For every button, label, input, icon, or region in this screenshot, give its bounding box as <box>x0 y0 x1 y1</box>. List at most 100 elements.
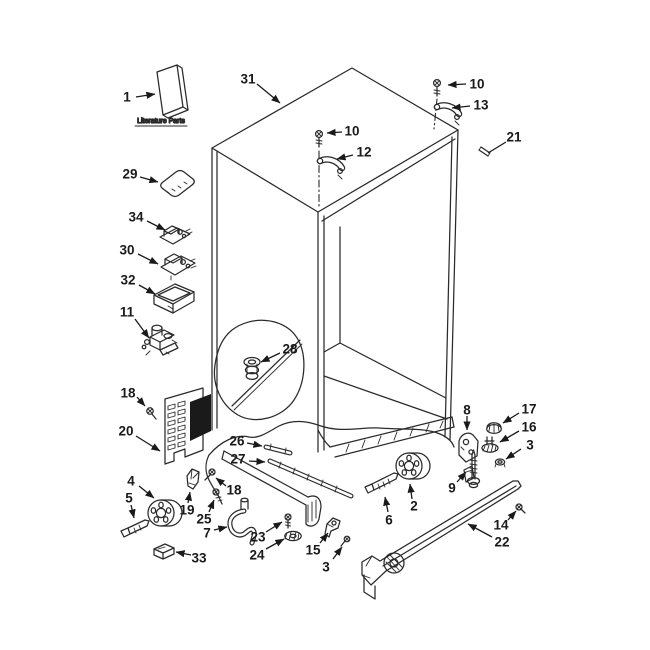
nut-right-part <box>494 458 506 468</box>
callout-label-roller-right: 2 <box>410 499 418 514</box>
callout-label-clip-left: 19 <box>179 503 194 518</box>
roller-right-part <box>395 452 431 480</box>
grommet-part <box>243 356 261 381</box>
callout-label-screw-top-right: 10 <box>469 77 484 92</box>
condenser-panel-part <box>164 387 211 465</box>
clip-bottom-left-part <box>153 543 175 560</box>
callout-label-cabinet-shell: 31 <box>240 72 256 87</box>
callout-label-leveling-glide: 16 <box>521 420 537 435</box>
callout-arrow-literature-booklet <box>135 91 156 99</box>
relay-part <box>159 225 193 245</box>
callout-label-hinge-bracket-right: 13 <box>473 98 489 113</box>
foot-cap-part <box>486 422 502 435</box>
callout-arrow-carriage-bolt <box>456 471 467 483</box>
callout-label-clamp-bracket: 15 <box>305 543 321 558</box>
callout-arrow-cover-panel <box>139 176 159 184</box>
callout-arrow-clamp-bracket <box>319 532 329 544</box>
callout-label-literature-booklet: 1 <box>123 90 131 105</box>
callout-label-hinge-bracket-center: 12 <box>356 145 371 160</box>
callout-label-tube-short: 26 <box>229 434 245 449</box>
callout-arrow-screw-center <box>215 477 227 487</box>
callout-arrow-drain-tube <box>213 525 228 533</box>
washer-grommet-part <box>284 530 302 542</box>
callout-arrow-hinge-bracket-center <box>336 153 354 161</box>
callout-arrow-screw-rail <box>507 510 517 521</box>
callout-label-screw-center: 18 <box>226 483 242 498</box>
callout-arrow-roller-left <box>138 485 155 499</box>
callout-arrow-roller-right <box>407 483 415 500</box>
screw-top-center-part <box>314 129 324 148</box>
callout-label-screw-front-left: 25 <box>196 512 212 527</box>
screw-condenser-part <box>146 407 157 420</box>
callout-label-cover-panel: 29 <box>122 167 137 182</box>
callout-label-clip-bottom-left: 33 <box>191 551 207 566</box>
leveling-glide-part <box>481 436 499 453</box>
callout-arrow-washer-grommet <box>265 538 285 550</box>
screw-center-part <box>204 468 216 481</box>
callout-arrow-screw-condenser <box>136 396 146 407</box>
callout-label-screw-condenser: 18 <box>120 386 136 401</box>
callout-arrow-roller-bolt-left <box>128 504 136 519</box>
tube-long-part <box>267 458 354 499</box>
callout-arrow-grommet <box>260 352 281 363</box>
cover-panel-part <box>160 169 195 198</box>
callout-label-tray: 32 <box>120 273 135 288</box>
callout-arrow-water-valve <box>134 318 150 339</box>
callout-arrow-bottom-rail <box>467 523 493 538</box>
callout-label-pin-top-right: 21 <box>506 130 522 145</box>
callout-label-support-bracket: 8 <box>463 403 471 418</box>
clamp-bracket-part <box>324 517 341 538</box>
screw-top-right-part <box>432 78 442 97</box>
water-valve-part <box>141 324 179 356</box>
callout-label-nut-right: 3 <box>526 438 534 453</box>
hinge-bracket-center-part <box>316 156 346 180</box>
roller-left-part <box>147 499 183 527</box>
callout-arrow-tube-short <box>246 440 263 448</box>
screw-bottom-center-part <box>340 535 351 547</box>
callout-label-screw-top-center: 10 <box>344 124 359 139</box>
callout-arrow-hinge-bracket-right <box>451 103 471 111</box>
callout-arrow-tray <box>138 284 156 295</box>
drain-tube-part <box>227 497 257 546</box>
screw-drain-part <box>284 513 292 529</box>
callout-arrow-relay <box>146 220 166 231</box>
callout-label-roller-bolt-right: 6 <box>385 513 393 528</box>
literature-booklet-part <box>156 64 189 119</box>
roller-bolt-left-part <box>120 519 150 538</box>
callout-arrow-roller-bolt-right <box>383 496 391 513</box>
screw-front-left-part <box>212 488 223 505</box>
callout-arrow-screw-drain <box>265 521 283 533</box>
cabinet-shell <box>211 67 459 458</box>
callout-arrow-clip-bottom-left <box>175 550 192 558</box>
callout-label-roller-bolt-left: 5 <box>125 491 133 506</box>
callout-label-condenser-panel: 20 <box>118 424 133 439</box>
hinge-axis-right <box>433 98 438 130</box>
callout-arrow-pin-top-right <box>487 141 507 154</box>
roller-bolt-right-part <box>364 472 399 494</box>
tray-part <box>153 283 195 314</box>
callout-arrow-screw-front-left <box>207 499 215 513</box>
callout-label-washer-grommet: 24 <box>249 548 265 563</box>
callout-label-bottom-rail: 22 <box>494 535 509 550</box>
callout-label-carriage-bolt: 9 <box>448 481 456 496</box>
callout-arrow-relay-assembly <box>137 253 159 265</box>
callout-label-drain-tube: 7 <box>203 526 211 541</box>
callout-arrow-screw-top-right <box>447 80 467 89</box>
callout-label-water-valve: 11 <box>120 305 135 320</box>
literature-parts-label: Literature Parts <box>137 118 185 125</box>
callout-label-foot-cap: 17 <box>521 402 536 417</box>
hinge-bracket-right-part <box>433 102 463 126</box>
carriage-bolt-part <box>466 449 481 489</box>
callout-arrow-screw-bottom-center <box>332 546 343 560</box>
callout-label-screw-bottom-center: 3 <box>322 560 330 575</box>
callout-label-grommet: 28 <box>282 342 298 357</box>
pin-top-right-part <box>478 146 491 157</box>
callout-label-screw-rail: 14 <box>493 518 509 533</box>
callout-label-tube-long: 27 <box>230 452 245 467</box>
callout-arrow-cabinet-shell <box>256 83 281 104</box>
callout-arrow-condenser-panel <box>135 435 161 452</box>
clip-left-part <box>186 468 200 490</box>
